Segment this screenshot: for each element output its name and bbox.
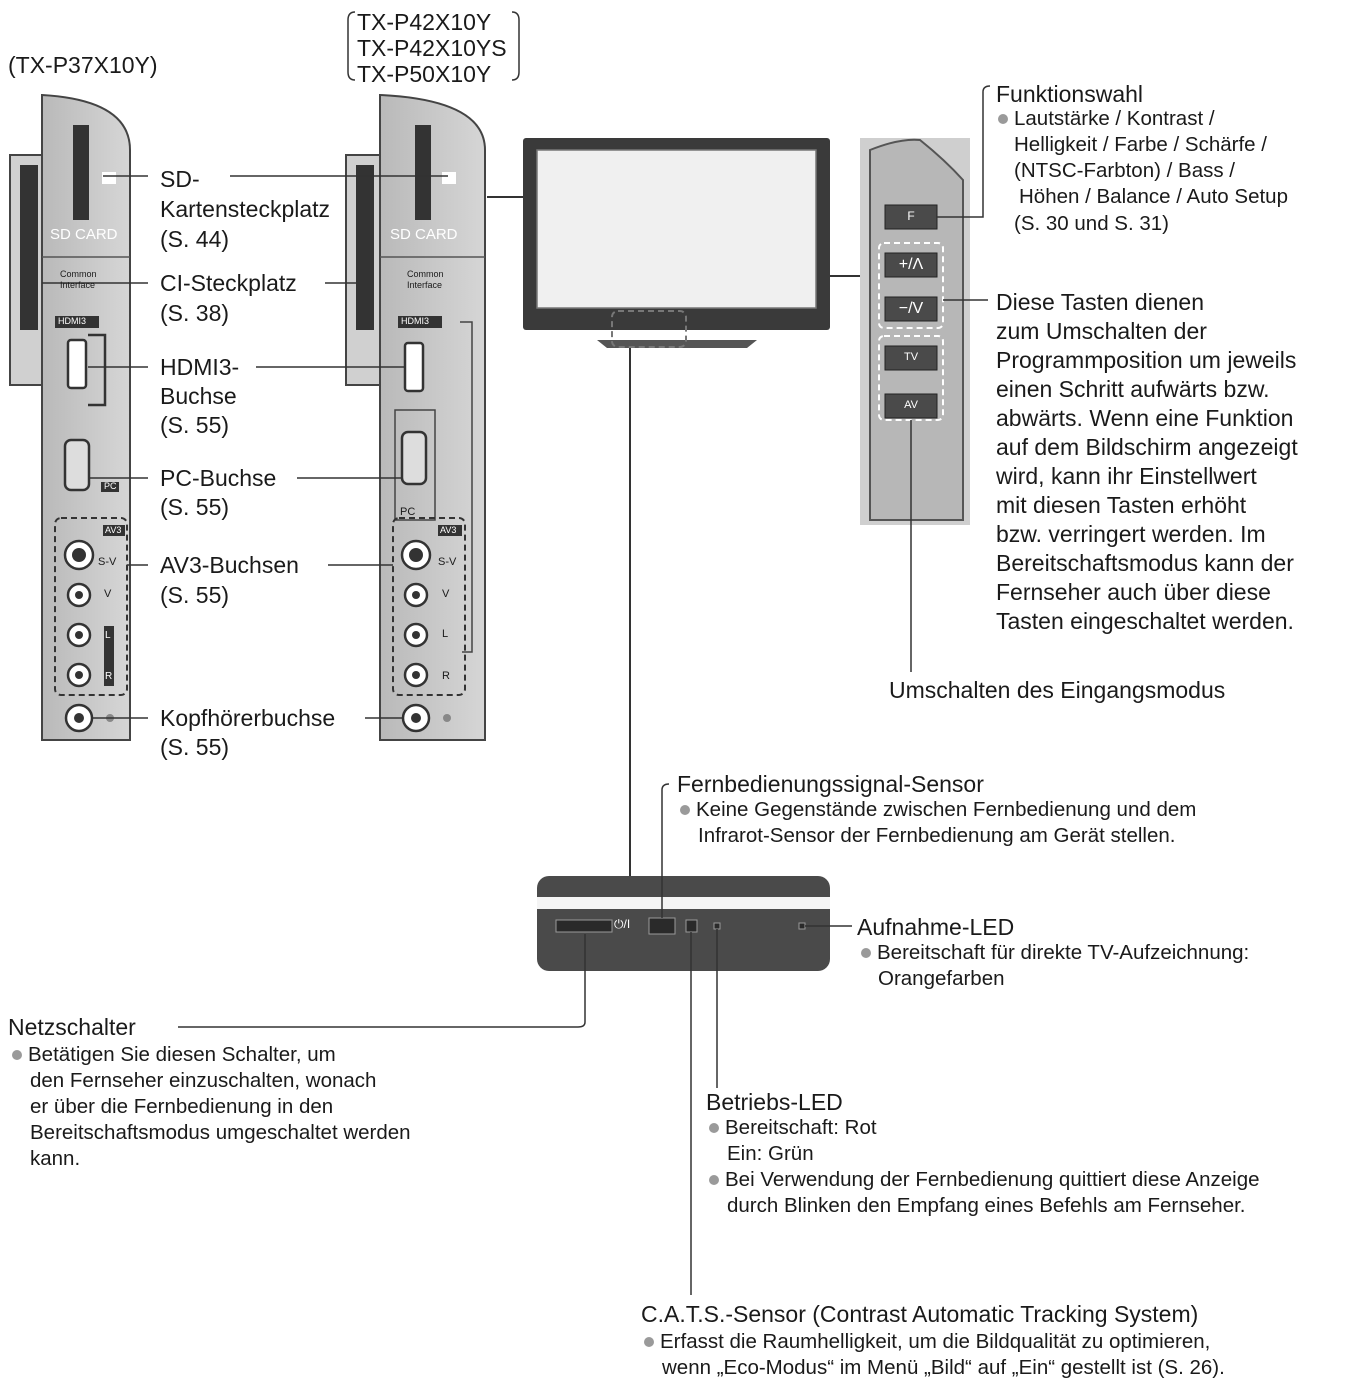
tasten-line: Bereitschaftsmodus kann der (996, 550, 1294, 576)
netzschalter-line-1: Betätigen Sie diesen Schalter, um (12, 1042, 336, 1068)
s-v-printed-left: S-V (98, 556, 117, 568)
cats-line-2: wenn „Eco-Modus“ im Menü „Bild“ auf „Ein… (662, 1356, 1225, 1379)
bullet-icon (644, 1337, 654, 1347)
betriebs-line-2: Ein: Grün (727, 1142, 814, 1165)
pc-printed-right: PC (400, 506, 416, 518)
pc-label-2: (S. 55) (160, 494, 230, 520)
control-panel (860, 138, 970, 525)
hdmi-label-2: Buchse (160, 383, 237, 409)
tasten-line: wird, kann ihr Einstellwert (996, 463, 1257, 489)
netzschalter-line-3: er über die Fernbedienung in den (30, 1095, 334, 1118)
funktionswahl-line-4: Höhen / Balance / Auto Setup (1019, 185, 1288, 208)
pc-label-1: PC-Buchse (160, 465, 277, 491)
side-panel-right (345, 93, 486, 741)
r-printed-right: R (442, 670, 450, 682)
bullet-icon (680, 805, 690, 815)
ci-printed-right-1: Common (407, 269, 444, 279)
sensor-line-1: Keine Gegenstände zwischen Fernbedienung… (680, 797, 1196, 823)
button-f: F (907, 209, 915, 223)
hdmi-label-1: HDMI3- (160, 354, 240, 380)
model-right-2: TX-P42X10YS (357, 35, 507, 61)
tasten-line: mit diesen Tasten erhöht (996, 492, 1247, 518)
bullet-icon (709, 1175, 719, 1185)
funktionswahl-line-5: (S. 30 und S. 31) (1014, 212, 1169, 235)
button-minus: −/V (898, 300, 924, 317)
tasten-line: zum Umschalten der (996, 318, 1207, 344)
betriebs-line-1: Bereitschaft: Rot (709, 1115, 877, 1141)
eingang-label: Umschalten des Eingangsmodus (889, 677, 1226, 703)
hdmi-label-3: (S. 55) (160, 412, 230, 438)
ci-label-1: CI-Steckplatz (160, 270, 297, 296)
tasten-line: Programmposition um jeweils (996, 347, 1297, 373)
r-printed-left: R (105, 671, 113, 682)
aufnahme-title: Aufnahme-LED (857, 914, 1015, 940)
funktionswahl-line-3: (NTSC-Farbton) / Bass / (1014, 159, 1235, 182)
v-printed-right: V (442, 588, 450, 600)
funktionswahl-title: Funktionswahl (996, 81, 1144, 107)
ci-label-2: (S. 38) (160, 300, 230, 326)
funktionswahl-line-1: Lautstärke / Kontrast / (998, 106, 1215, 132)
av3-printed-left: AV3 (105, 525, 122, 535)
av3-printed-right: AV3 (440, 525, 457, 535)
bullet-icon (861, 948, 871, 958)
tv-illustration (487, 138, 860, 876)
funktionswahl-line-2: Helligkeit / Farbe / Schärfe / (1014, 133, 1267, 156)
netzschalter-line-4: Bereitschaftsmodus umgeschaltet werden (30, 1121, 411, 1144)
side-panel-left (9, 93, 131, 741)
tasten-line: einen Schritt aufwärts bzw. (996, 376, 1270, 402)
l-printed-left: L (105, 630, 111, 641)
ci-printed-left-2: Interface (60, 280, 96, 290)
netzschalter-line-5: kann. (30, 1147, 81, 1170)
bullet-icon (12, 1050, 22, 1060)
v-printed-left: V (104, 588, 112, 600)
model-right-1: TX-P42X10Y (357, 9, 492, 35)
hdmi3-printed-left: HDMI3 (58, 316, 87, 326)
sd-label-3: (S. 44) (160, 226, 230, 252)
sd-card-printed-right: SD CARD (390, 226, 458, 243)
ci-printed-right-2: Interface (407, 280, 443, 290)
leader-lines (42, 85, 991, 1295)
front-panel (537, 876, 830, 971)
button-av: AV (904, 399, 918, 411)
s-v-printed-right: S-V (438, 556, 457, 568)
aufnahme-line-2: Orangefarben (878, 967, 1005, 990)
bullet-icon (709, 1123, 719, 1133)
power-printed: ⏻/I (614, 917, 631, 931)
button-tv: TV (903, 351, 919, 363)
headphone-label-1: Kopfhörerbuchse (160, 705, 336, 731)
tasten-line: Diese Tasten dienen (996, 289, 1204, 315)
sensor-title: Fernbedienungssignal-Sensor (677, 771, 984, 797)
betriebs-line-3: Bei Verwendung der Fernbedienung quittie… (709, 1167, 1260, 1193)
bullet-icon (998, 114, 1008, 124)
l-printed-right: L (442, 628, 449, 640)
ci-printed-left-1: Common (60, 269, 97, 279)
button-plus: +/Λ (898, 256, 924, 273)
betriebs-line-4: durch Blinken den Empfang eines Befehls … (727, 1194, 1246, 1217)
sd-card-printed-left: SD CARD (50, 226, 118, 243)
model-left: (TX-P37X10Y) (8, 52, 158, 78)
av3-label-1: AV3-Buchsen (160, 552, 299, 578)
cats-title: C.A.T.S.-Sensor (Contrast Automatic Trac… (641, 1301, 1199, 1327)
headphone-label-2: (S. 55) (160, 734, 230, 760)
sd-label-1: SD- (160, 166, 200, 192)
sd-label-2: Kartensteckplatz (160, 196, 331, 222)
netzschalter-line-2: den Fernseher einzuschalten, wonach (30, 1069, 377, 1092)
tasten-line: abwärts. Wenn eine Funktion (996, 405, 1294, 431)
aufnahme-line-1: Bereitschaft für direkte TV-Aufzeichnung… (861, 940, 1249, 966)
pc-printed-left: PC (104, 481, 117, 491)
av3-label-2: (S. 55) (160, 582, 230, 608)
hdmi3-printed-right: HDMI3 (401, 316, 430, 326)
tasten-line: bzw. verringert werden. Im (996, 521, 1266, 547)
model-right-3: TX-P50X10Y (357, 61, 492, 87)
netzschalter-title: Netzschalter (8, 1014, 136, 1040)
tasten-line: auf dem Bildschirm angezeigt (996, 434, 1298, 460)
sensor-line-2: Infrarot-Sensor der Fernbedienung am Ger… (698, 824, 1176, 847)
cats-line-1: Erfasst die Raumhelligkeit, um die Bildq… (644, 1329, 1210, 1355)
tasten-line: Fernseher auch über diese (996, 579, 1271, 605)
betriebs-title: Betriebs-LED (706, 1089, 843, 1115)
tasten-line: Tasten eingeschaltet werden. (996, 608, 1294, 634)
